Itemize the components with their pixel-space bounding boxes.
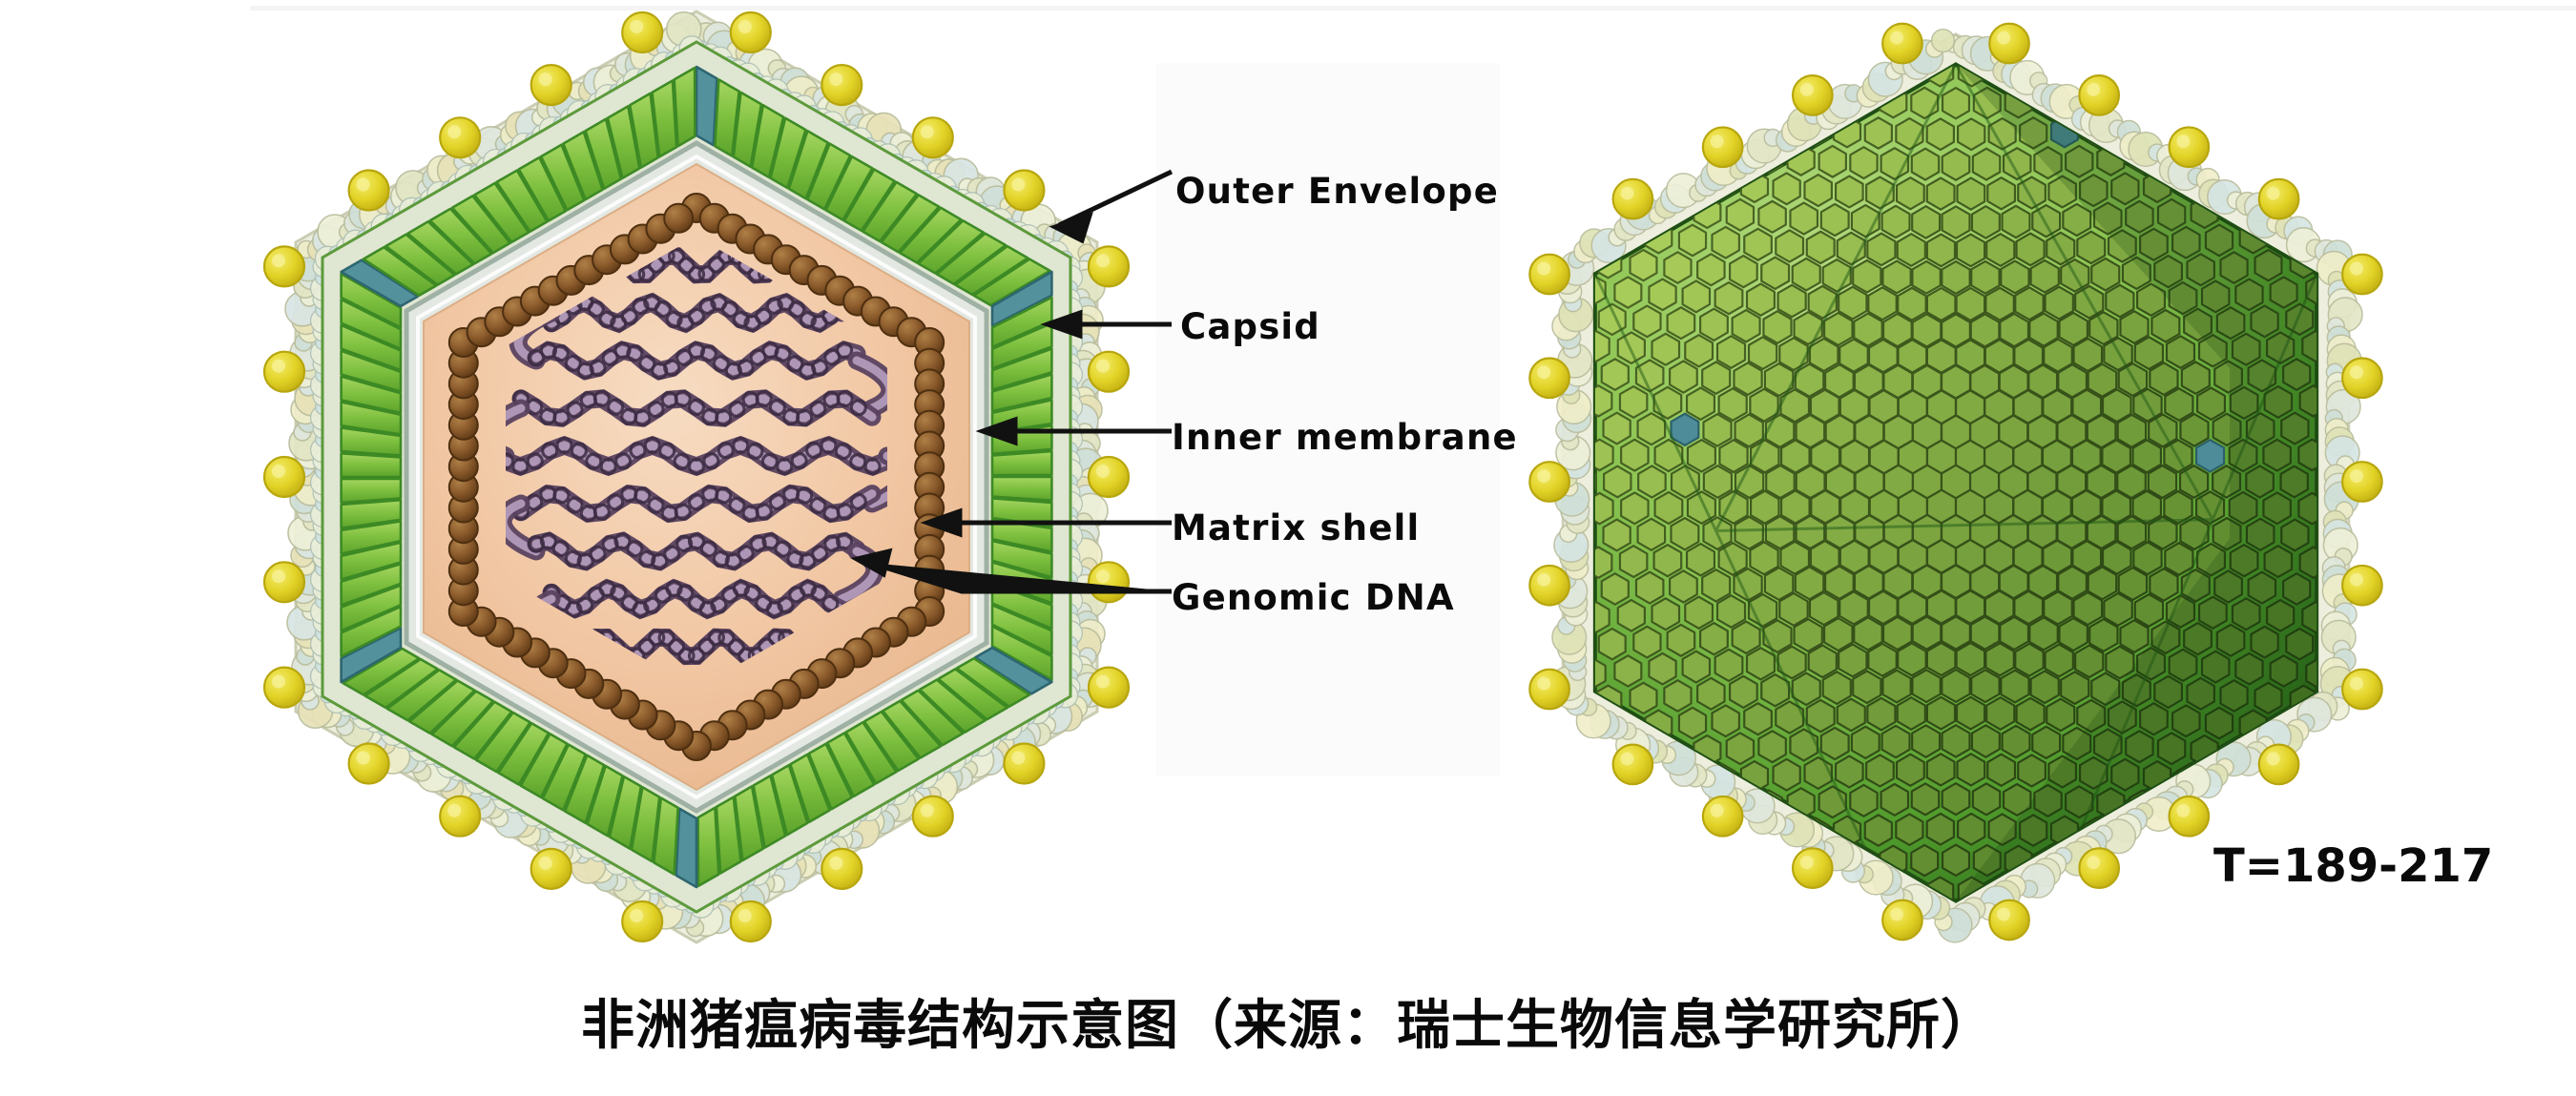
callout-label-genomic-dna: Genomic DNA (1172, 577, 1455, 618)
figure-caption: 非洲猪瘟病毒结构示意图（来源：瑞士生物信息学研究所） (581, 995, 1995, 1057)
model-capsid-body (1592, 62, 2319, 903)
callout-label-matrix-shell: Matrix shell (1172, 507, 1421, 548)
virus-cross-section-diagram (219, 0, 1174, 954)
virus-capsid-surface-model (1484, 10, 2428, 954)
label-panel-background (1156, 63, 1500, 776)
callout-label-capsid: Capsid (1180, 306, 1320, 347)
callout-label-inner-membrane: Inner membrane (1172, 417, 1518, 458)
matrix-shell-beads (447, 193, 945, 761)
figure-stage: Outer Envelope Capsid Inner membrane Mat… (219, 0, 2494, 954)
genomic-dna-coils (506, 246, 887, 666)
callout-label-outer-envelope: Outer Envelope (1175, 171, 1500, 212)
top-hairline (250, 6, 2576, 10)
triangulation-number-label: T=189-217 (2213, 839, 2494, 893)
